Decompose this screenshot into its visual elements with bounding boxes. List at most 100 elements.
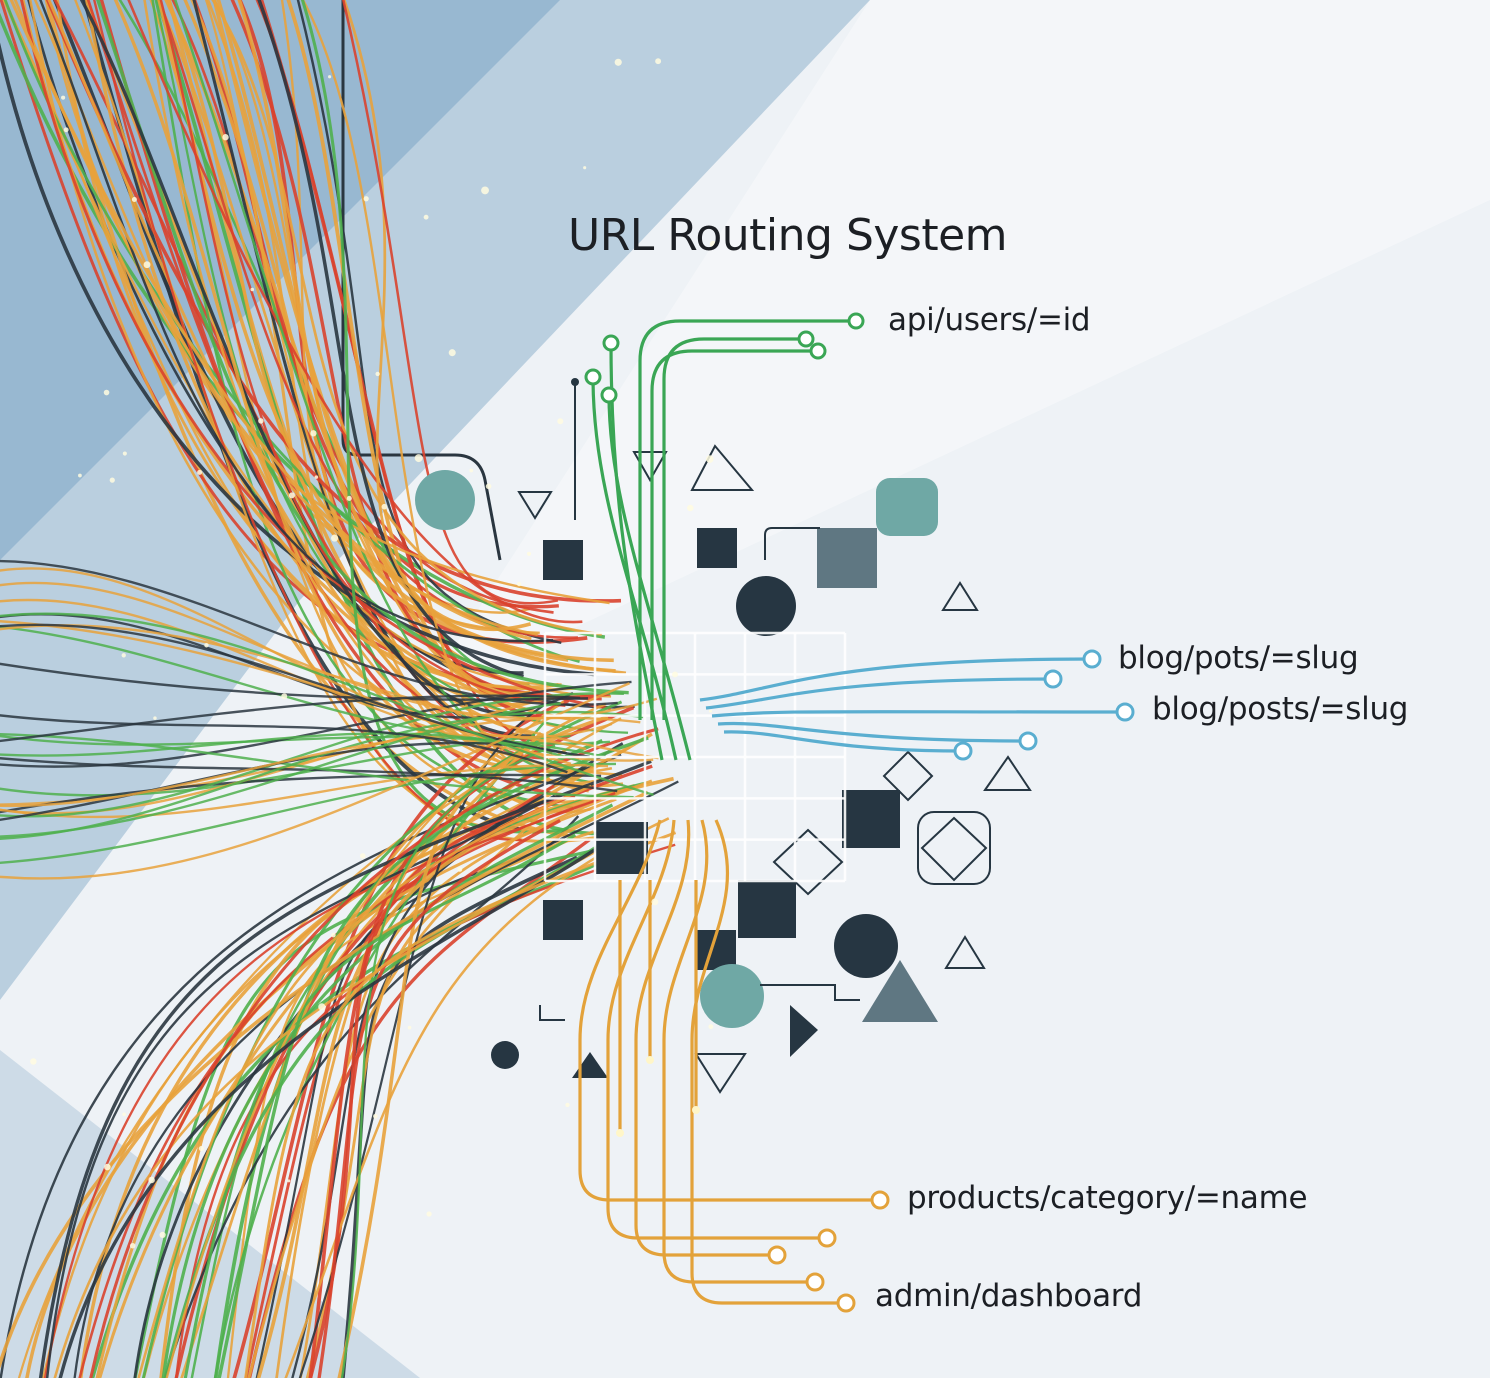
wire bbox=[173, 0, 591, 784]
wire bbox=[0, 732, 596, 767]
wire bbox=[0, 763, 609, 819]
spark bbox=[565, 1102, 570, 1108]
route-endpoint bbox=[600, 386, 618, 404]
route-wire-api-users bbox=[607, 394, 692, 761]
wire bbox=[0, 702, 561, 838]
spark bbox=[281, 693, 288, 700]
spark bbox=[197, 469, 203, 475]
spark bbox=[153, 716, 157, 720]
spark bbox=[131, 196, 137, 203]
spark bbox=[328, 75, 332, 79]
frame-line bbox=[341, 0, 502, 561]
wire bbox=[237, 0, 616, 673]
spark bbox=[78, 473, 82, 478]
wire bbox=[0, 662, 589, 701]
spark bbox=[104, 1163, 111, 1171]
route-wire-api-users bbox=[591, 376, 678, 761]
route-endpoint bbox=[1115, 702, 1135, 722]
spark bbox=[414, 454, 423, 463]
spark bbox=[122, 451, 127, 456]
triangle-outline bbox=[941, 581, 979, 611]
square-shape bbox=[697, 528, 737, 568]
spark bbox=[651, 898, 659, 906]
route-endpoint bbox=[602, 334, 620, 352]
route-label-admin-dashboard: admin/dashboard bbox=[875, 1278, 1143, 1314]
wire bbox=[0, 757, 618, 793]
square-shape bbox=[817, 528, 877, 588]
spark bbox=[121, 653, 126, 658]
connector-line bbox=[760, 984, 860, 1001]
square-shape bbox=[842, 790, 900, 848]
wire bbox=[113, 0, 588, 773]
spark bbox=[557, 418, 564, 425]
triangle-outline bbox=[632, 451, 668, 483]
wire bbox=[98, 731, 543, 1378]
triangle-outline bbox=[517, 491, 553, 520]
spark bbox=[709, 240, 717, 248]
wire bbox=[20, 0, 612, 711]
route-wire-api-users bbox=[609, 342, 664, 761]
wire bbox=[244, 784, 555, 1378]
route-endpoint bbox=[646, 1056, 654, 1064]
route-wire-api-users bbox=[662, 337, 806, 720]
wire bbox=[341, 0, 559, 605]
spark bbox=[222, 134, 229, 141]
spark bbox=[198, 1146, 204, 1152]
triangle-shape bbox=[790, 1005, 818, 1057]
diagram-title: URL Routing System bbox=[568, 210, 1008, 261]
circle-shape bbox=[736, 576, 796, 636]
circle-shape bbox=[491, 1041, 519, 1069]
wire bbox=[38, 759, 652, 1378]
wire bbox=[0, 753, 622, 1378]
diamond-outline bbox=[920, 816, 988, 882]
spark bbox=[143, 261, 151, 269]
spark bbox=[375, 371, 380, 377]
route-endpoint bbox=[616, 1129, 624, 1137]
spark bbox=[310, 430, 317, 437]
route-wire-products-admin bbox=[606, 819, 827, 1240]
spark bbox=[708, 1024, 714, 1030]
input-wires bbox=[0, 0, 679, 1378]
spark bbox=[103, 389, 110, 396]
spark bbox=[423, 214, 429, 220]
route-label-blog-pots: blog/pots/=slug bbox=[1118, 640, 1359, 676]
routing-grid bbox=[543, 631, 847, 883]
route-endpoint bbox=[953, 741, 973, 761]
wire bbox=[39, 0, 554, 643]
spark bbox=[331, 932, 336, 938]
wire bbox=[9, 0, 532, 641]
spark bbox=[407, 1025, 412, 1030]
route-endpoint bbox=[767, 1245, 787, 1265]
geometric-shapes bbox=[415, 378, 1032, 1094]
wire bbox=[43, 791, 616, 1378]
wire bbox=[256, 776, 674, 1378]
spark bbox=[331, 534, 339, 542]
route-endpoint bbox=[797, 330, 815, 348]
wire bbox=[211, 0, 602, 636]
spark bbox=[363, 196, 369, 202]
route-wire-blog bbox=[711, 710, 1126, 718]
spark bbox=[655, 58, 662, 65]
spark bbox=[583, 166, 587, 170]
wire bbox=[0, 762, 617, 864]
wire bbox=[47, 0, 590, 793]
spark bbox=[469, 468, 474, 473]
spark bbox=[705, 455, 714, 463]
triangle-outline bbox=[944, 935, 986, 969]
spark bbox=[129, 1242, 136, 1249]
spark bbox=[448, 349, 456, 357]
spark bbox=[30, 1058, 37, 1065]
spark bbox=[360, 853, 366, 859]
wire bbox=[216, 0, 532, 632]
spark bbox=[287, 1179, 291, 1183]
wire bbox=[0, 694, 581, 743]
wire bbox=[78, 785, 636, 1378]
spark bbox=[109, 477, 115, 483]
light-sparks bbox=[30, 58, 717, 1249]
square-shape bbox=[738, 880, 796, 938]
route-endpoint bbox=[809, 342, 827, 360]
wire bbox=[2, 0, 562, 686]
wire bbox=[0, 714, 568, 774]
output-wires bbox=[578, 312, 1135, 1313]
